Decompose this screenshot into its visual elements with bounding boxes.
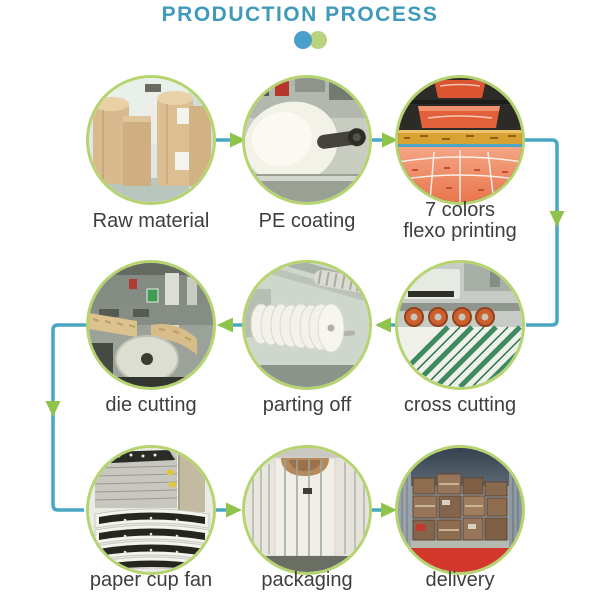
raw-material-photo xyxy=(86,75,216,205)
packaging-photo xyxy=(242,445,372,575)
green-dot-icon xyxy=(309,31,327,49)
parting-off-illustration xyxy=(245,263,369,387)
step-label-delivery: delivery xyxy=(425,569,495,591)
packaging-illustration xyxy=(245,448,369,572)
flexo-printing-illustration xyxy=(398,78,522,202)
step-label-die-cutting: die cutting xyxy=(105,394,197,416)
flexo-printing-photo xyxy=(395,75,525,205)
blue-dot-icon xyxy=(294,31,312,49)
die-cutting-photo xyxy=(86,260,216,390)
cross-cutting-illustration xyxy=(398,263,522,387)
arrow-left-icon xyxy=(217,317,233,333)
arrow-left-icon xyxy=(375,317,391,333)
raw-material-illustration xyxy=(89,78,213,202)
paper-cup-fan-photo xyxy=(86,445,216,575)
step-label-pe-coating: PE coating xyxy=(258,210,356,232)
pe-coating-photo xyxy=(242,75,372,205)
paper-cup-fan-illustration xyxy=(89,448,213,572)
page-title: PRODUCTION PROCESS xyxy=(161,3,439,26)
pe-coating-illustration xyxy=(245,78,369,202)
step-label-raw-material: Raw material xyxy=(92,210,210,232)
step-label-packaging: packaging xyxy=(261,569,353,591)
cross-cutting-photo xyxy=(395,260,525,390)
delivery-illustration xyxy=(398,448,522,572)
delivery-photo xyxy=(395,445,525,575)
step-label-paper-cup-fan: paper cup fan xyxy=(89,569,213,591)
parting-off-photo xyxy=(242,260,372,390)
step-label-parting-off: parting off xyxy=(262,394,352,416)
arrow-right-icon xyxy=(226,502,242,518)
step-label-cross-cutting: cross cutting xyxy=(403,394,517,416)
die-cutting-illustration xyxy=(89,263,213,387)
step-label-flexo-printing: 7 colors flexo printing xyxy=(403,199,517,242)
